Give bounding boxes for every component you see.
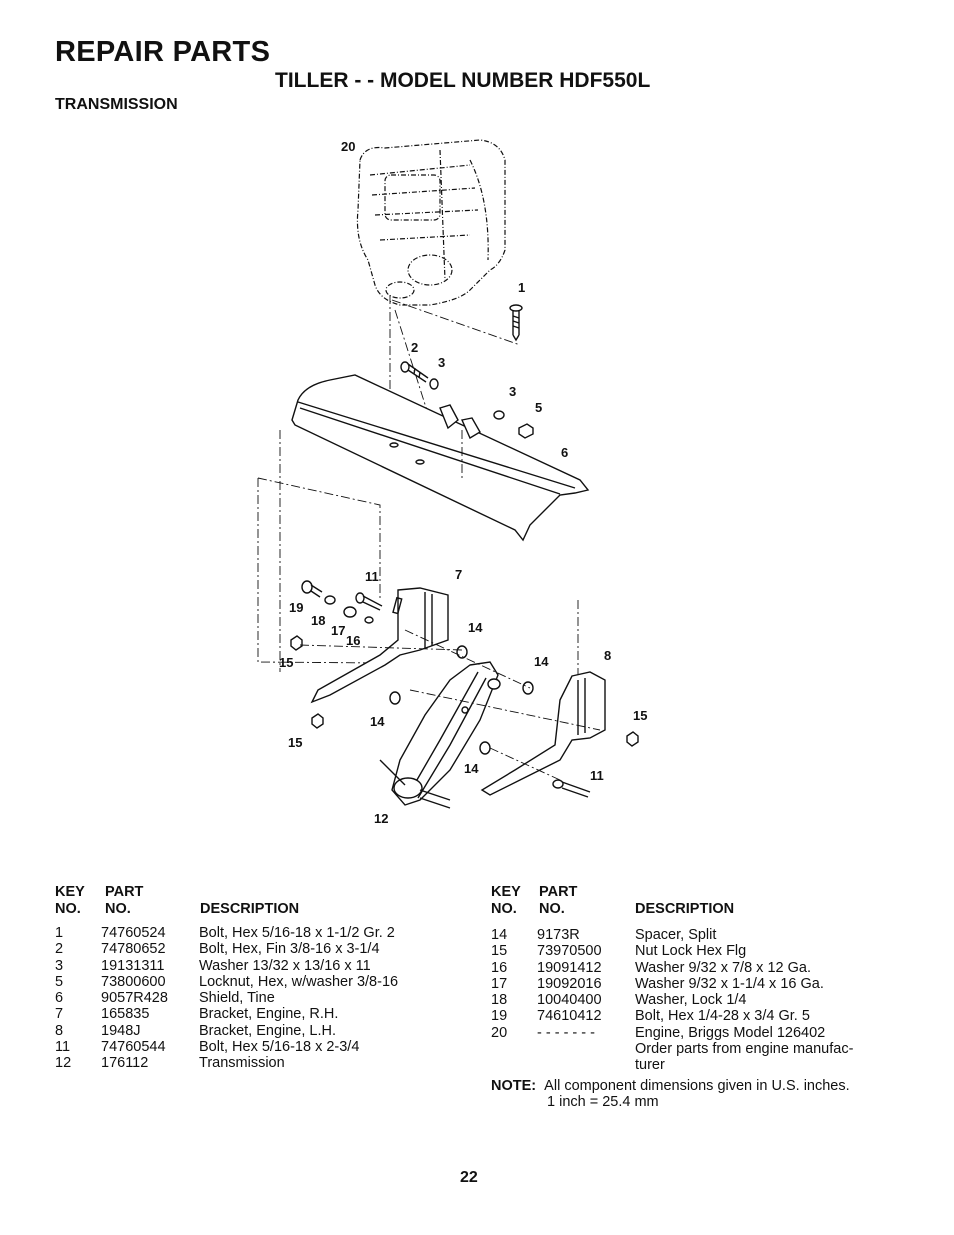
description-continuation: turer: [635, 1057, 665, 1074]
callout-14c: 14: [370, 714, 385, 729]
callout-7: 7: [455, 567, 462, 582]
transmission-drawing: [379, 661, 501, 809]
callout-14d: 14: [464, 761, 479, 776]
callout-5: 5: [535, 400, 542, 415]
page-number: 22: [460, 1169, 478, 1186]
callout-19: 19: [289, 600, 303, 615]
callout-15b: 15: [633, 708, 647, 723]
header-part: PART: [105, 884, 144, 900]
header-description: DESCRIPTION: [200, 901, 300, 917]
exploded-parts-diagram: 20 1 2 3 3 5 6 11 7 19 18 17 16 14 15 14…: [257, 139, 647, 826]
right-table-header: KEY PART NO. NO. DESCRIPTION: [491, 884, 851, 918]
header-no: NO.: [491, 901, 517, 917]
note-label: NOTE:: [491, 1078, 537, 1094]
callout-8: 8: [604, 648, 611, 663]
callout-16: 16: [346, 633, 360, 648]
header-description: DESCRIPTION: [635, 901, 735, 917]
callout-1: 1: [518, 280, 525, 295]
header-key: KEY: [55, 884, 85, 900]
bolt-2-drawing: [400, 361, 439, 390]
bracket-8-drawing: [480, 671, 606, 796]
page-title: REPAIR PARTS: [55, 36, 271, 68]
callout-14a: 14: [468, 620, 483, 635]
header-part: PART: [539, 884, 578, 900]
callout-14b: 14: [534, 654, 549, 669]
callout-12: 12: [374, 811, 388, 826]
description-continuation: Order parts from engine manufac-: [635, 1041, 854, 1058]
bracket-7-drawing: [310, 587, 449, 704]
note-line-1: All component dimensions given in U.S. i…: [544, 1078, 850, 1094]
note-line-2: 1 inch = 25.4 mm: [547, 1094, 659, 1111]
left-table-header: KEY PART NO. NO. DESCRIPTION: [55, 884, 415, 918]
callout-15a: 15: [279, 655, 293, 670]
callout-3b: 3: [509, 384, 516, 399]
callout-2: 2: [411, 340, 418, 355]
bolt-1-drawing: [509, 304, 523, 342]
bolt-11-lower: [552, 779, 591, 798]
callout-11b: 11: [590, 768, 604, 783]
header-part-no: NO.: [105, 901, 131, 917]
callout-11a: 11: [365, 569, 379, 584]
header-key: KEY: [491, 884, 521, 900]
callout-17: 17: [331, 623, 345, 638]
tine-shield-drawing: [291, 374, 590, 542]
section-heading: TRANSMISSION: [55, 96, 178, 113]
callout-18: 18: [311, 613, 325, 628]
callout-3a: 3: [438, 355, 445, 370]
model-subtitle: TILLER - - MODEL NUMBER HDF550L: [275, 69, 651, 92]
bolt-19-hardware: [301, 580, 383, 624]
callout-6: 6: [561, 445, 568, 460]
callout-15c: 15: [288, 735, 302, 750]
header-no: NO.: [55, 901, 81, 917]
dimensions-note: NOTE: All component dimensions given in …: [491, 1078, 850, 1111]
engine-drawing: [356, 139, 506, 306]
callout-20: 20: [341, 139, 355, 154]
table-row: 20- - - - - - -Engine, Briggs Model 1264…: [491, 1024, 826, 1041]
header-part-no: NO.: [539, 901, 565, 917]
